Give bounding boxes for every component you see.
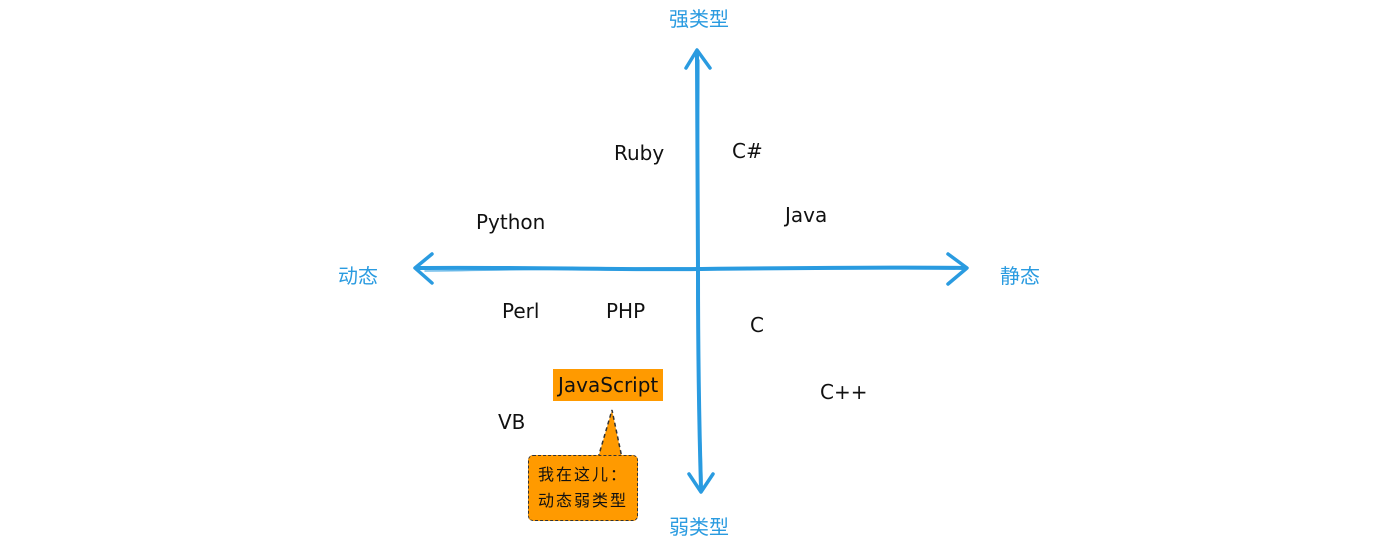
axis-label-weak-typed: 弱类型 (669, 515, 729, 539)
language-python: Python (476, 210, 546, 234)
language-java: Java (785, 203, 828, 227)
callout-line-1: 我在这儿： (538, 465, 629, 484)
language-javascript-highlight: JavaScript (553, 369, 664, 401)
axis-label-dynamic: 动态 (338, 264, 378, 288)
callout-line-2: 动态弱类型 (538, 491, 629, 510)
horizontal-axis-line (416, 265, 966, 272)
language-c: C (750, 313, 764, 337)
vertical-axis-line-sketch (696, 59, 703, 481)
callout-bubble: 我在这儿： 动态弱类型 (528, 455, 639, 521)
arrowhead-left-icon (413, 252, 434, 285)
axis-label-static: 静态 (1000, 264, 1040, 288)
language-ruby: Ruby (614, 141, 665, 165)
callout-pointer (597, 409, 623, 459)
arrowhead-down-icon (687, 472, 715, 494)
language-csharp: C# (732, 139, 763, 163)
horizontal-axis-line-sketch (424, 267, 956, 272)
arrowhead-right-icon (946, 252, 969, 286)
language-php: PHP (606, 299, 646, 323)
language-perl: Perl (502, 299, 540, 323)
arrowhead-up-icon (684, 48, 712, 70)
axis-label-strong-typed: 强类型 (669, 7, 729, 31)
language-vb: VB (498, 410, 526, 434)
language-cpp: C++ (820, 380, 868, 404)
